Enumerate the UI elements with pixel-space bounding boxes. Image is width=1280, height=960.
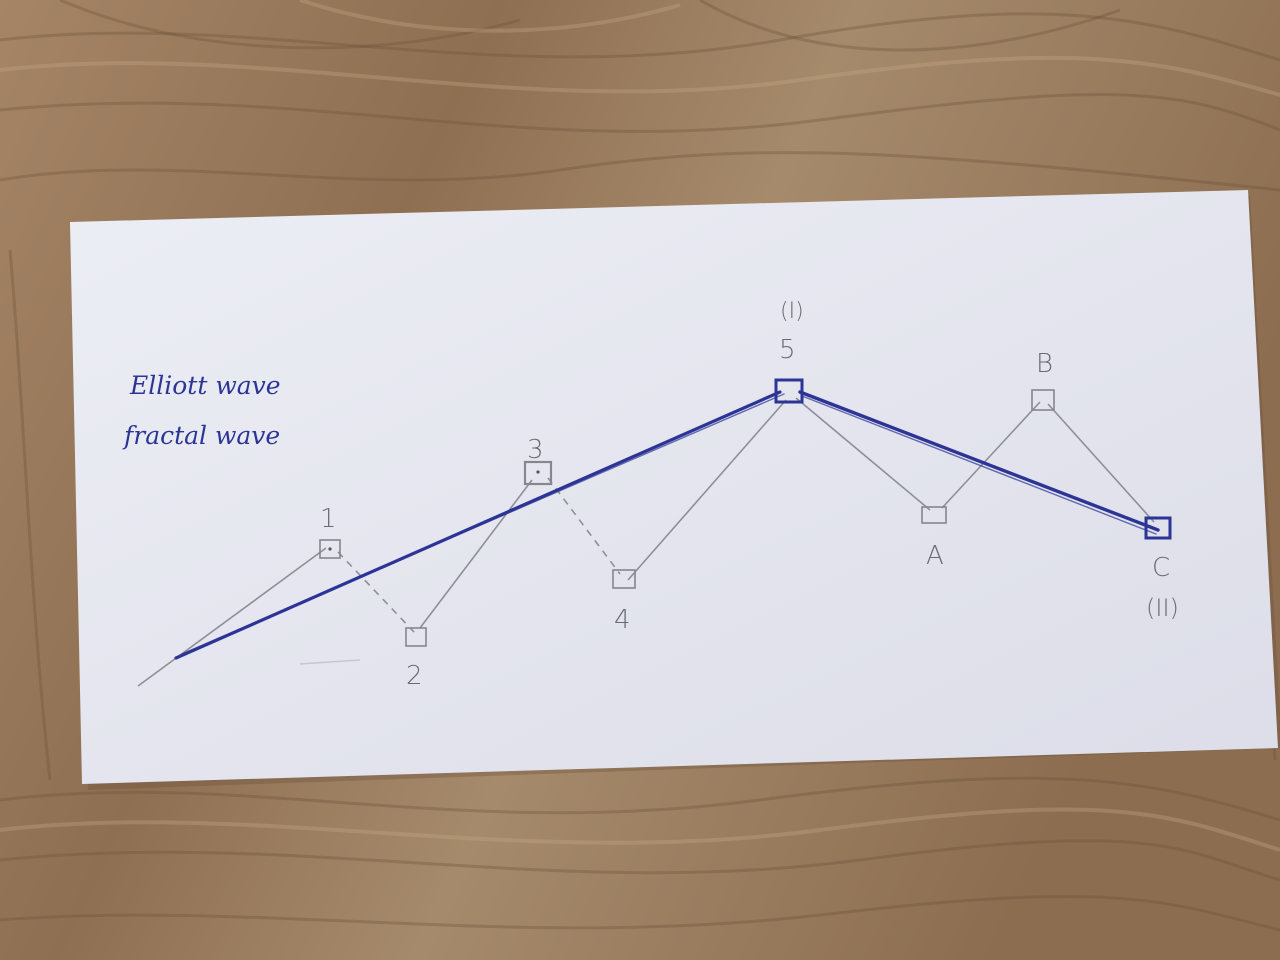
box-wave-1 xyxy=(319,539,341,559)
pencil-line-3-to-4 xyxy=(547,477,621,575)
ink-box-wave-5 xyxy=(774,378,804,404)
label-wave-4: 4 xyxy=(614,605,631,635)
pencil-faint-trail xyxy=(299,659,361,665)
label-wave-A: A xyxy=(926,541,944,571)
ink-line-I-trace xyxy=(181,393,785,655)
label-wave-2: 2 xyxy=(406,661,423,691)
pencil-wave xyxy=(137,397,1155,687)
pencil-line-4-to-5 xyxy=(627,399,787,581)
dot-wave-3 xyxy=(536,470,540,474)
box-wave-A xyxy=(921,506,947,524)
pencil-line-2-to-3 xyxy=(419,479,533,629)
box-wave-2 xyxy=(405,627,427,647)
label-wave-1: 1 xyxy=(320,504,337,534)
box-wave-4 xyxy=(612,569,636,589)
note-title: Elliott wave fractal wave xyxy=(122,371,281,450)
wave-labels: 1 2 3 4 5 A B C (I) (II) xyxy=(320,299,1179,691)
ink-box-wave-C xyxy=(1144,516,1172,540)
wood-grain-light xyxy=(0,0,1280,852)
ink-wave xyxy=(174,378,1172,660)
pencil-line-B-to-C xyxy=(1047,403,1155,523)
paper-sheet xyxy=(70,190,1278,784)
pencil-line-5-to-A xyxy=(795,397,931,511)
label-wave-C: C xyxy=(1152,553,1170,583)
label-wave-5: 5 xyxy=(779,335,796,365)
label-degree-bottom: (II) xyxy=(1146,594,1179,622)
box-wave-B xyxy=(1031,389,1055,411)
ink-line-II-trace xyxy=(801,395,1157,535)
label-wave-B: B xyxy=(1036,349,1053,379)
title-line-2: fractal wave xyxy=(122,421,280,450)
ink-line-II xyxy=(798,390,1160,532)
label-degree-top: (I) xyxy=(780,299,804,324)
dot-wave-1 xyxy=(328,547,332,551)
title-line-1: Elliott wave xyxy=(129,371,281,400)
box-wave-3 xyxy=(523,460,553,486)
pencil-line-A-to-B xyxy=(941,401,1041,509)
pencil-boxes xyxy=(319,389,1055,647)
pencil-line-1-to-2 xyxy=(337,551,415,633)
pencil-line-start-to-1 xyxy=(137,547,327,687)
label-wave-3: 3 xyxy=(527,435,544,465)
